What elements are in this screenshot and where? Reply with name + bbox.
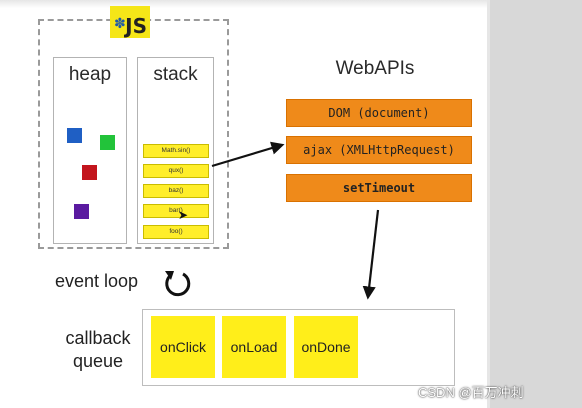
stack-title: stack bbox=[153, 64, 198, 85]
heap-block-red bbox=[82, 165, 97, 180]
stack-frame: baz() bbox=[143, 184, 209, 198]
webapi-item: setTimeout bbox=[286, 174, 472, 202]
heap-block-purple bbox=[74, 204, 89, 219]
stack-frame: Math.sin() bbox=[143, 144, 209, 158]
top-edge bbox=[0, 0, 487, 8]
heap-block-green bbox=[100, 135, 115, 150]
heap-title: heap bbox=[68, 64, 112, 85]
callback-queue-label-line2: queue bbox=[72, 351, 124, 371]
callback-item: onDone bbox=[294, 316, 358, 378]
js-logo-mark-icon: ✽ bbox=[114, 16, 126, 32]
webapis-title: WebAPIs bbox=[335, 58, 415, 79]
callback-queue-label: callback queue bbox=[58, 327, 138, 373]
refresh-loop-icon bbox=[165, 271, 191, 297]
stack-to-webapis-arrow bbox=[211, 141, 285, 168]
heap-block-blue bbox=[67, 128, 82, 143]
js-logo: ✽ JS bbox=[110, 6, 150, 38]
callback-queue-label-line1: callback bbox=[65, 328, 131, 348]
stack-frame: qux() bbox=[143, 164, 209, 178]
heap-panel: heap bbox=[53, 57, 127, 244]
webapi-item: DOM (document) bbox=[286, 99, 472, 127]
mouse-pointer-icon: ➤ bbox=[178, 208, 189, 222]
callback-item: onLoad bbox=[222, 316, 286, 378]
webapi-item: ajax (XMLHttpRequest) bbox=[286, 136, 472, 164]
stack-frame: bar() bbox=[143, 204, 209, 218]
js-logo-text: JS bbox=[125, 14, 147, 38]
callback-item: onClick bbox=[151, 316, 215, 378]
webapis-to-queue-arrow bbox=[362, 209, 380, 300]
right-margin-bar bbox=[487, 0, 582, 408]
event-loop-label: event loop bbox=[55, 271, 139, 291]
watermark: CSDN @百万冲刺 bbox=[418, 385, 524, 400]
stack-frame: foo() bbox=[143, 225, 209, 239]
